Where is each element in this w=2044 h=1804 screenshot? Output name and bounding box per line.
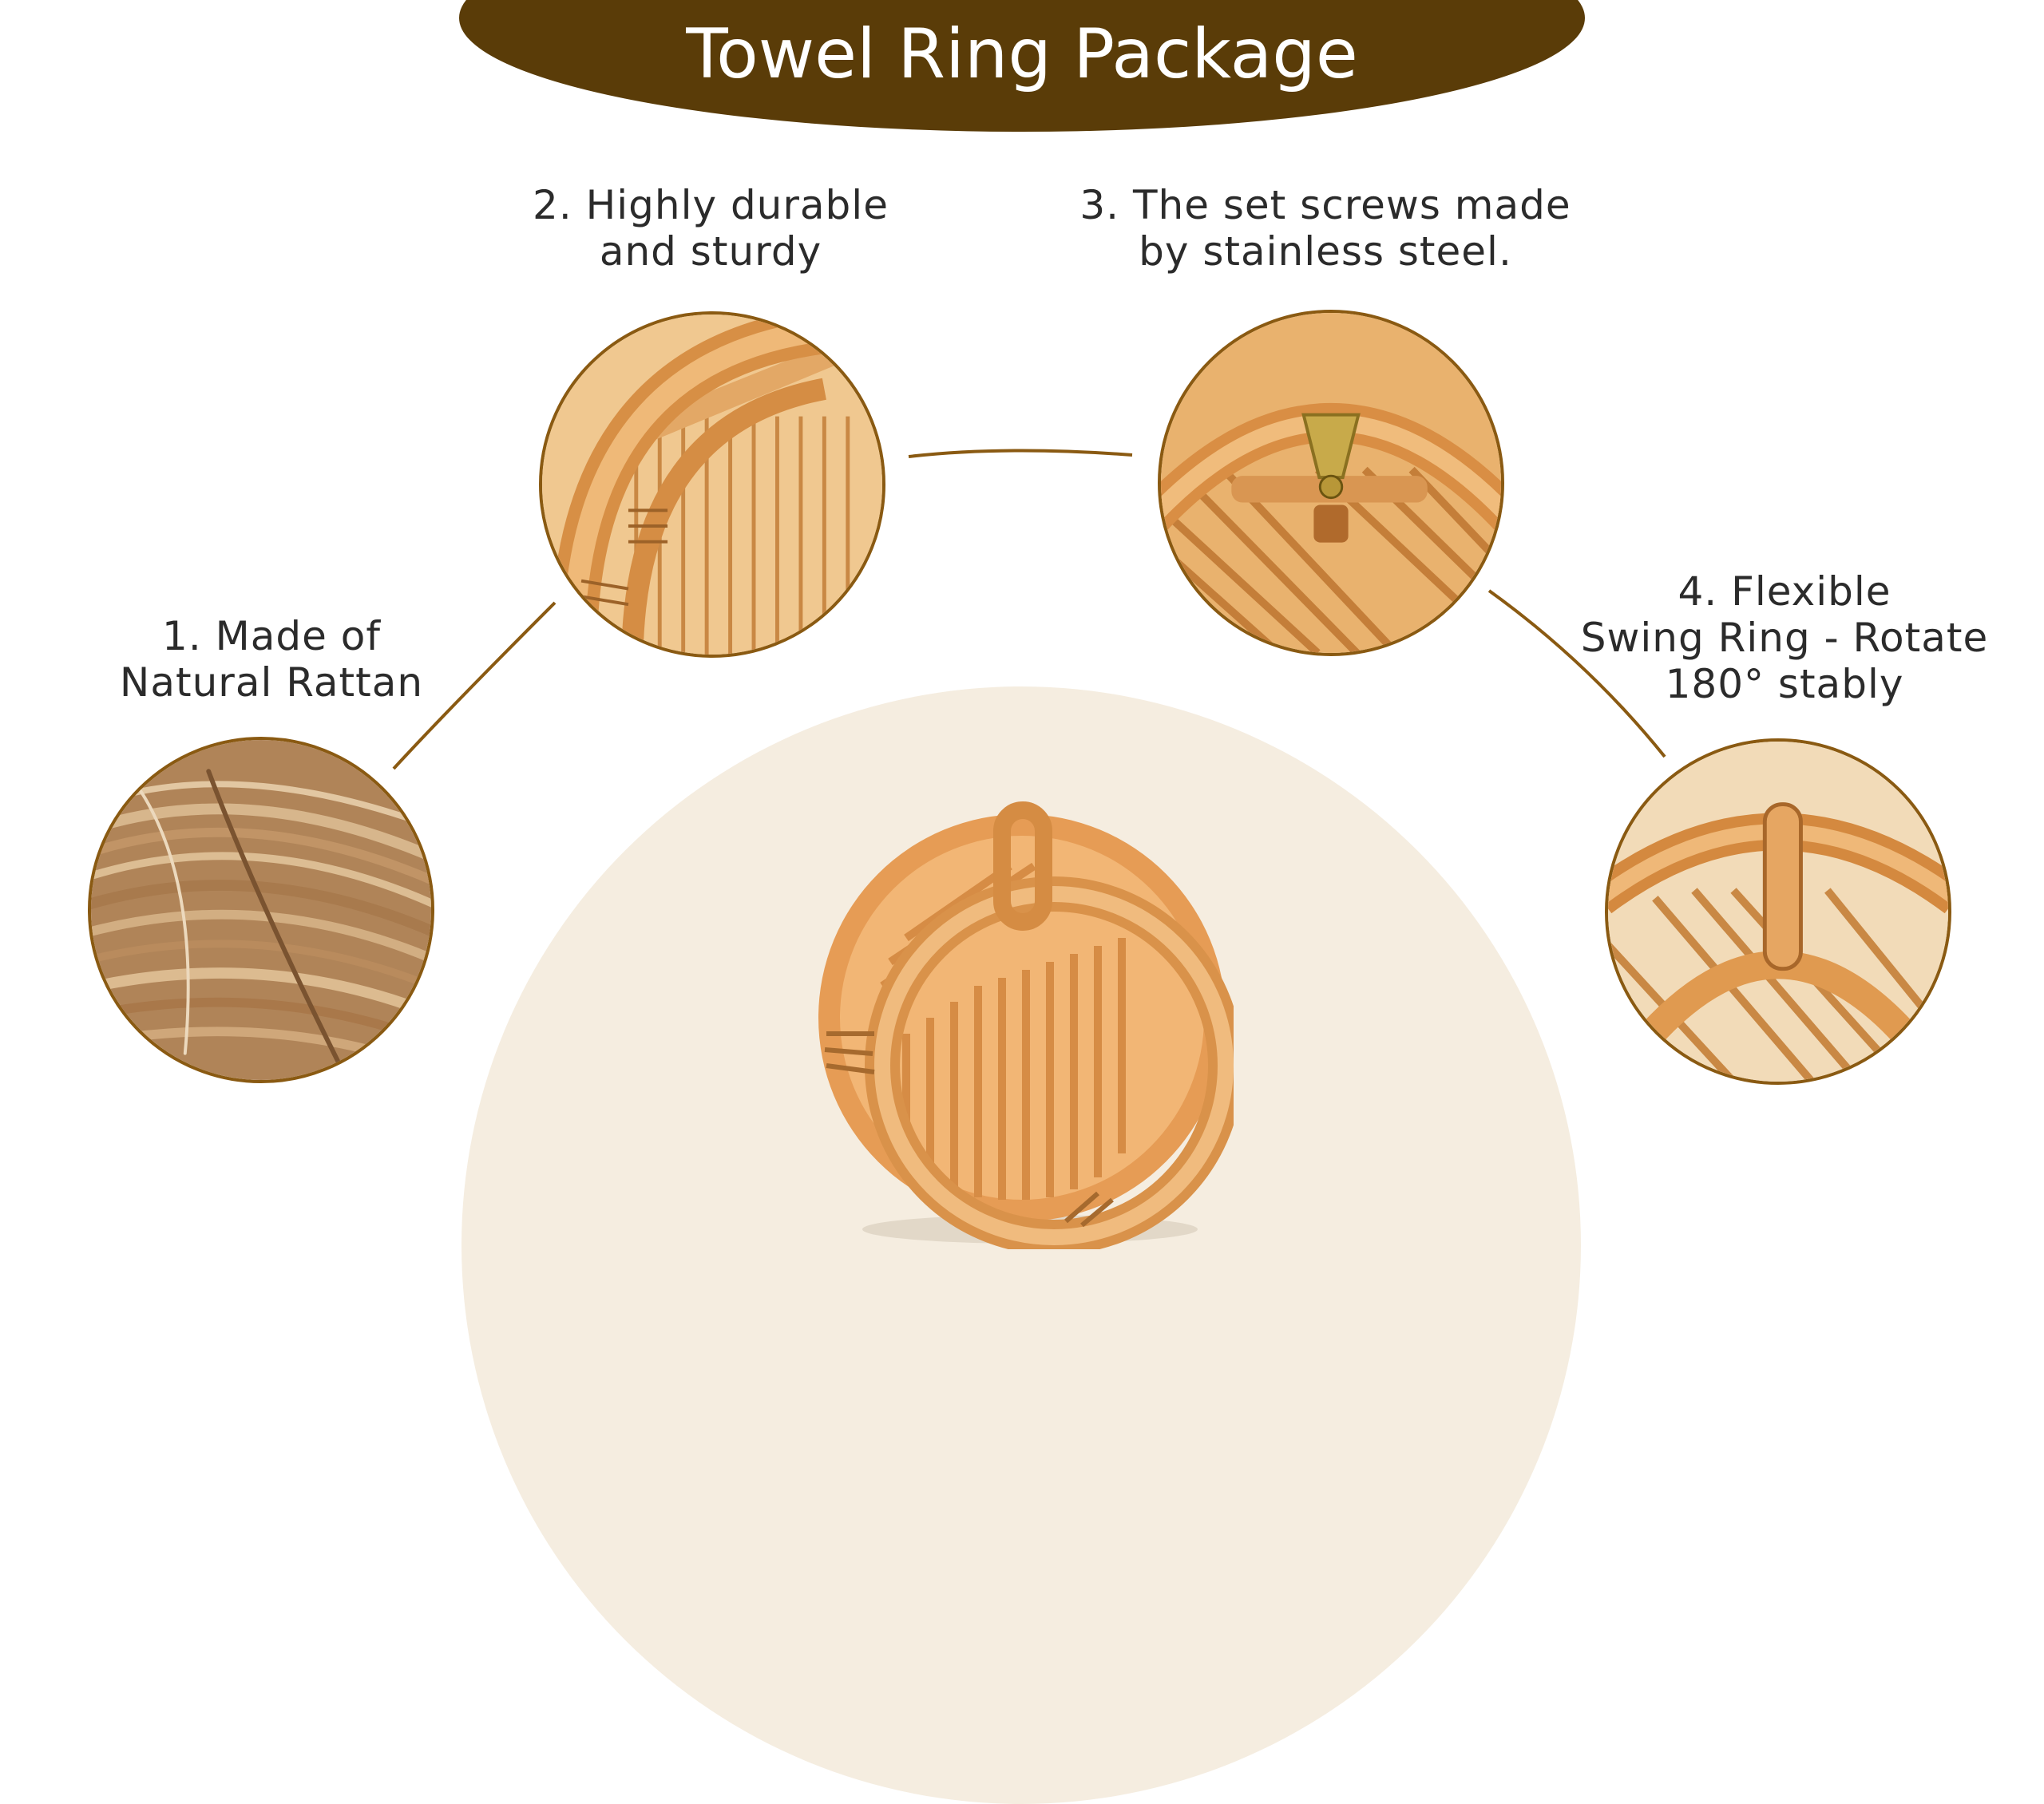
feature-3-label: 3. The set screws made by stainless stee… [1079, 182, 1571, 275]
feature-1-image [88, 737, 434, 1083]
connector-lines [392, 449, 1666, 770]
connector-1-2 [392, 601, 557, 770]
feature-1-label: 1. Made of Natural Rattan [119, 613, 424, 706]
feature-2-label: 2. Highly durable and sturdy [533, 182, 889, 275]
feature-4-label: 4. Flexible Swing Ring - Rotate 180° sta… [1580, 568, 1989, 707]
towel-ring-product-image [818, 801, 1234, 1249]
feature-4-image [1605, 738, 1951, 1085]
feature-2-image [539, 311, 885, 658]
page-title: Towel Ring Package [686, 14, 1358, 94]
connector-3-4 [1487, 589, 1666, 758]
connector-2-3 [908, 449, 1133, 458]
feature-3-image [1158, 310, 1504, 656]
